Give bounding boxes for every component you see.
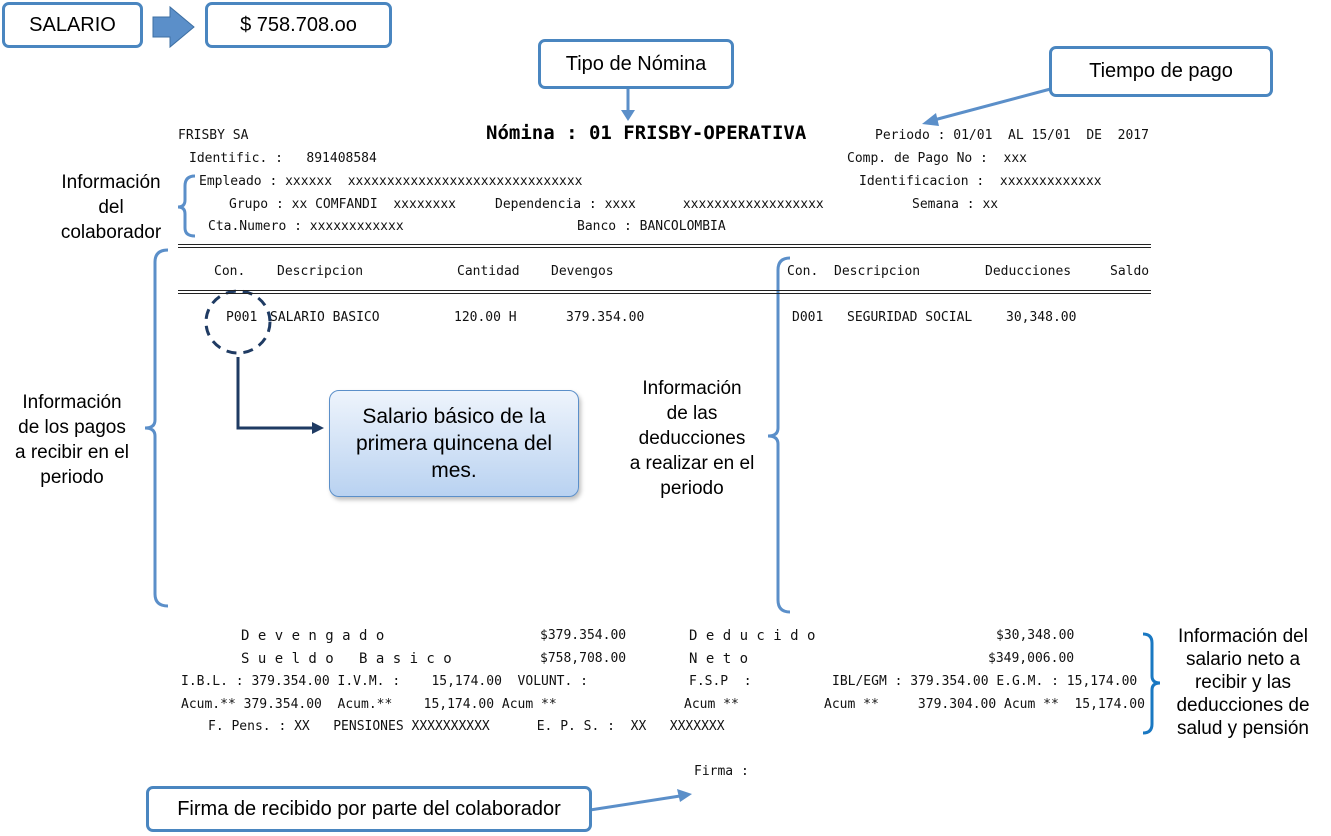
pago-descripcion: SALARIO BASICO <box>270 310 380 325</box>
devengado-label: D e v e n g a d o <box>241 628 385 644</box>
header-descripcion-right: Descripcion <box>834 264 921 279</box>
arrow-right-icon <box>312 422 324 434</box>
dependencia-text: Dependencia : xxxx xxxxxxxxxxxxxxxxxx <box>495 197 824 212</box>
header-deducciones: Deducciones <box>985 264 1072 279</box>
label-deducciones: Información de las deducciones a realiza… <box>629 378 755 499</box>
header-descripcion-left: Descripcion <box>277 264 364 279</box>
tiempo-pago-callout: Tiempo de pago <box>1049 46 1273 97</box>
bracket-pagos <box>144 248 169 608</box>
header-devengos: Devengos <box>551 264 614 279</box>
deduccion-con: D001 <box>792 310 824 325</box>
nomina-title: Nómina : 01 FRISBY-OPERATIVA <box>486 122 807 144</box>
pago-devengos: 379.354.00 <box>566 310 645 325</box>
sueldo-label: S u e l d o B a s i c o <box>241 651 452 667</box>
acum-mid: Acum ** <box>684 697 739 712</box>
salario-value-box: $ 758.708.oo <box>205 2 392 48</box>
label-pagos: Información de los pagos a recibir en el… <box>14 392 130 488</box>
header-con-right: Con. <box>787 264 819 279</box>
pens-line: F. Pens. : XX PENSIONES XXXXXXXXXX E. P.… <box>208 719 725 734</box>
bracket-colaborador <box>177 174 196 238</box>
deduccion-valor: 30,348.00 <box>1006 310 1077 325</box>
bracket-deducciones <box>767 256 791 614</box>
devengado-value: $379.354.00 <box>540 628 627 643</box>
identificacion-text: Identificacion : xxxxxxxxxxxxx <box>859 174 1102 189</box>
pago-cantidad: 120.00 H <box>454 310 517 325</box>
iblegm-line: IBL/EGM : 379.354.00 E.G.M. : 15,174.00 <box>832 674 1138 689</box>
header-saldo: Saldo <box>1110 264 1150 279</box>
acum-line: Acum.** 379.354.00 Acum.** 15,174.00 Acu… <box>181 697 557 712</box>
ibl-line: I.B.L. : 379.354.00 I.V.M. : 15,174.00 V… <box>181 674 588 689</box>
deducido-value: $30,348.00 <box>996 628 1075 643</box>
dashed-circle-highlight <box>204 289 272 355</box>
neto-label: N e t o <box>689 651 749 667</box>
salario-value: $ 758.708.oo <box>240 13 357 36</box>
empleado-text: Empleado : xxxxxx xxxxxxxxxxxxxxxxxxxxxx… <box>199 174 583 189</box>
pago-con: P001 <box>226 310 258 325</box>
firma-recibido-callout: Firma de recibido por parte del colabora… <box>146 786 592 832</box>
company-name: FRISBY SA <box>178 128 249 143</box>
salario-basico-callout: Salario básico de la primera quincena de… <box>329 390 579 497</box>
arrow-up-right-icon <box>677 789 692 802</box>
tipo-nomina-callout: Tipo de Nómina <box>538 39 734 89</box>
table-top-rule <box>178 244 1151 248</box>
periodo-text: Periodo : 01/01 AL 15/01 DE 2017 <box>875 128 1149 143</box>
firma-recibido-text: Firma de recibido por parte del colabora… <box>177 797 561 820</box>
tiempo-pago-text: Tiempo de pago <box>1089 60 1233 82</box>
deducido-label: D e d u c i d o <box>689 628 816 644</box>
cta-text: Cta.Numero : xxxxxxxxxxxx <box>208 219 404 234</box>
salario-label-box: SALARIO <box>2 2 143 48</box>
label-colaborador: Información del colaborador <box>60 172 162 243</box>
grupo-text: Grupo : xx COMFANDI xxxxxxxx <box>229 197 456 212</box>
bracket-salario-neto <box>1142 632 1161 735</box>
label-salario-neto: Información del salario neto a recibir y… <box>1176 626 1310 739</box>
header-con-left: Con. <box>214 264 246 279</box>
arrow-left-icon <box>922 113 939 126</box>
arrow-down-icon <box>621 110 635 121</box>
salario-basico-text: Salario básico de la primera quincena de… <box>355 405 553 482</box>
right-block-arrow-icon <box>152 5 195 49</box>
semana-text: Semana : xx <box>912 197 999 212</box>
firma-label: Firma : <box>694 764 749 779</box>
banco-text: Banco : BANCOLOMBIA <box>577 219 726 234</box>
salario-label: SALARIO <box>29 13 116 36</box>
deduccion-descripcion: SEGURIDAD SOCIAL <box>847 310 973 325</box>
comp-pago-text: Comp. de Pago No : xxx <box>847 151 1028 166</box>
fsp-text: F.S.P : <box>689 674 752 689</box>
identific-text: Identific. : 891408584 <box>189 151 377 166</box>
tipo-nomina-text: Tipo de Nómina <box>565 52 707 75</box>
neto-value: $349,006.00 <box>988 651 1075 666</box>
acum-right: Acum ** 379.304.00 Acum ** 15,174.00 <box>824 697 1145 712</box>
table-header-rule <box>178 290 1151 294</box>
sueldo-value: $758,708.00 <box>540 651 627 666</box>
header-cantidad: Cantidad <box>457 264 520 279</box>
